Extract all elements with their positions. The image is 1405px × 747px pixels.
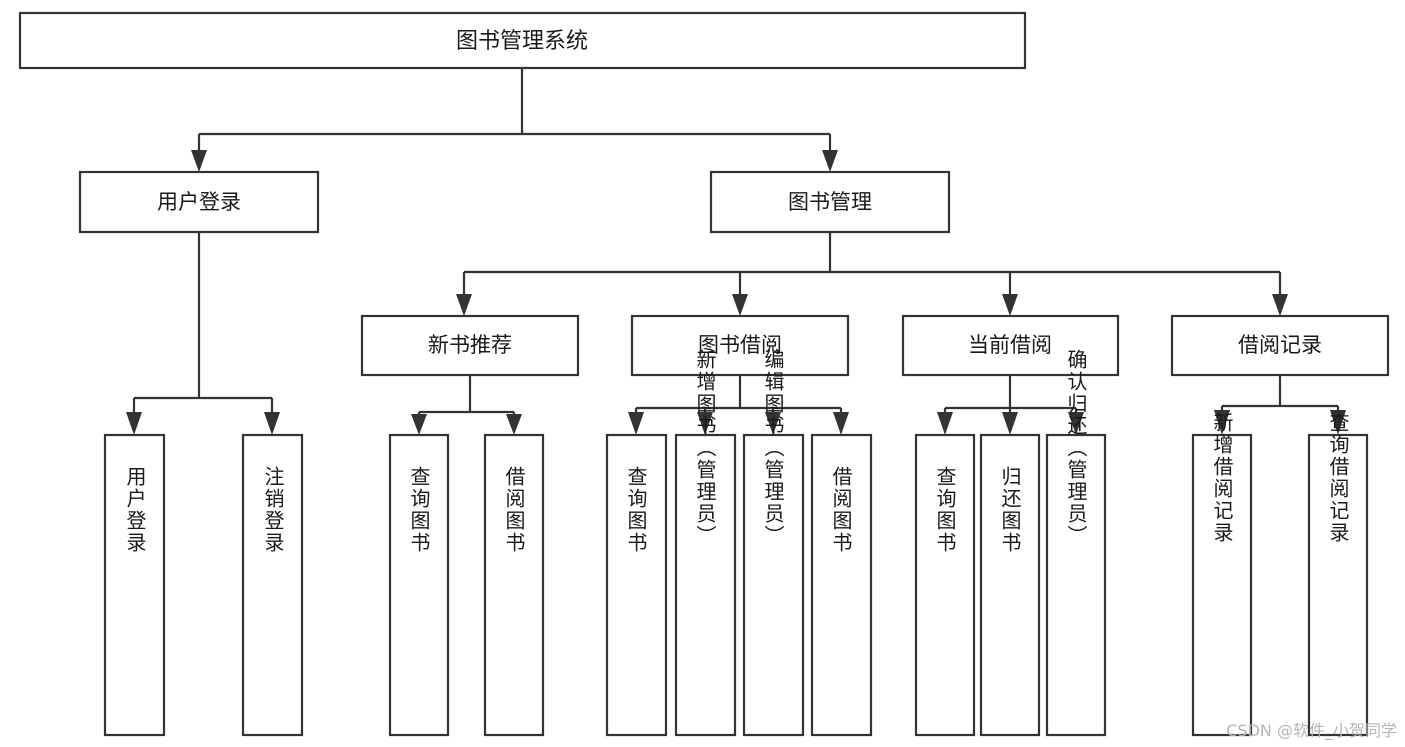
leaf-borrow-record-2-box[interactable]	[1307, 433, 1369, 737]
leaf-user-login-2-box[interactable]	[241, 433, 304, 737]
arrow-borrow-record-leaf-1	[1214, 410, 1230, 435]
leaf-borrow-record-2[interactable]: 查询借阅记录	[1307, 412, 1369, 737]
arrow-book-manage-to-new-book	[456, 294, 472, 316]
arrow-book-manage-to-book-borrow	[732, 294, 748, 316]
leaf-current-borrow-2-label: 归还图书	[998, 466, 1022, 554]
leaf-new-book-2-box[interactable]	[483, 433, 545, 737]
leaf-user-login-1-box[interactable]	[103, 433, 166, 737]
arrow-borrow-record-leaf-2	[1330, 410, 1346, 435]
leaf-new-book-1-label: 查询图书	[407, 466, 431, 554]
node-current-borrow-box[interactable]	[901, 314, 1120, 377]
arrow-root-to-user-login	[191, 150, 207, 172]
leaf-user-login-2-label: 注销登录	[261, 466, 285, 554]
leaf-new-book-1-box[interactable]	[388, 433, 450, 737]
arrow-current-borrow-leaf-3	[1068, 412, 1084, 435]
leaf-book-borrow-2-box[interactable]	[674, 433, 737, 737]
arrow-new-book-leaf-2	[506, 414, 522, 435]
leaf-current-borrow-3-box[interactable]	[1045, 433, 1107, 737]
leaf-current-borrow-1[interactable]: 查询图书	[914, 433, 976, 737]
node-root-box[interactable]	[18, 11, 1027, 70]
leaf-book-borrow-4[interactable]: 借阅图书	[810, 433, 873, 737]
node-new-book-recommend-box[interactable]	[360, 314, 580, 377]
arrow-new-book-leaf-1	[411, 414, 427, 435]
leaf-borrow-record-1-label: 新增借阅记录	[1210, 412, 1234, 544]
leaf-user-login-1-label: 用户登录	[123, 466, 147, 554]
leaf-borrow-record-1[interactable]: 新增借阅记录	[1191, 412, 1253, 737]
arrow-current-borrow-leaf-2	[1002, 412, 1018, 435]
node-book-borrow[interactable]: 图书借阅	[630, 314, 850, 377]
node-book-borrow-box[interactable]	[630, 314, 850, 377]
leaf-current-borrow-3[interactable]: 确认归还（管理员）	[1045, 349, 1107, 737]
arrow-book-borrow-leaf-3	[765, 412, 781, 435]
leaf-book-borrow-1[interactable]: 查询图书	[605, 433, 668, 737]
node-book-management[interactable]: 图书管理	[709, 170, 951, 234]
arrow-book-borrow-leaf-4	[833, 412, 849, 435]
arrow-book-borrow-leaf-2	[697, 412, 713, 435]
node-borrow-record[interactable]: 借阅记录	[1170, 314, 1390, 377]
node-user-login-box[interactable]	[78, 170, 320, 234]
leaf-book-borrow-1-box[interactable]	[605, 433, 668, 737]
leaf-book-borrow-3-label: 编辑图书（管理员）	[761, 349, 785, 547]
node-user-login-label: 用户登录	[157, 190, 241, 214]
node-book-management-box[interactable]	[709, 170, 951, 234]
leaf-book-borrow-4-box[interactable]	[810, 433, 873, 737]
leaf-current-borrow-1-label: 查询图书	[933, 466, 957, 554]
node-user-login[interactable]: 用户登录	[78, 170, 320, 234]
node-current-borrow[interactable]: 当前借阅	[901, 314, 1120, 377]
node-borrow-record-box[interactable]	[1170, 314, 1390, 377]
node-root-label: 图书管理系统	[456, 29, 588, 54]
leaf-user-login-1[interactable]: 用户登录	[103, 433, 166, 737]
arrow-book-manage-to-current-borrow	[1002, 294, 1018, 316]
leaf-borrow-record-1-box[interactable]	[1191, 433, 1253, 737]
leaf-current-borrow-1-box[interactable]	[914, 433, 976, 737]
leaf-book-borrow-3[interactable]: 编辑图书（管理员）	[742, 349, 805, 737]
node-book-borrow-label: 图书借阅	[698, 333, 782, 357]
leaf-book-borrow-4-label: 借阅图书	[829, 466, 853, 554]
arrow-user-login-leaf-1	[126, 412, 142, 435]
arrow-root-to-book-manage	[822, 150, 838, 172]
node-root-book-management-system[interactable]: 图书管理系统	[18, 11, 1027, 70]
leaf-book-borrow-2[interactable]: 新增图书（管理员）	[674, 349, 737, 737]
leaf-borrow-record-2-label: 查询借阅记录	[1326, 412, 1350, 544]
arrow-user-login-leaf-2	[264, 412, 280, 435]
leaf-new-book-1[interactable]: 查询图书	[388, 433, 450, 737]
arrow-current-borrow-leaf-1	[937, 412, 953, 435]
leaf-user-login-2[interactable]: 注销登录	[241, 433, 304, 737]
leaf-new-book-2-label: 借阅图书	[502, 466, 526, 554]
connector-layer	[126, 68, 1346, 435]
leaf-current-borrow-3-label: 确认归还（管理员）	[1064, 349, 1088, 547]
node-new-book-recommend-label: 新书推荐	[428, 333, 512, 357]
node-book-management-label: 图书管理	[788, 190, 872, 214]
leaf-book-borrow-1-label: 查询图书	[624, 466, 648, 554]
node-current-borrow-label: 当前借阅	[968, 333, 1052, 357]
node-new-book-recommend[interactable]: 新书推荐	[360, 314, 580, 377]
leaf-current-borrow-2-box[interactable]	[979, 433, 1041, 737]
node-borrow-record-label: 借阅记录	[1238, 333, 1322, 357]
arrow-book-borrow-leaf-1	[628, 412, 644, 435]
leaf-book-borrow-2-label: 新增图书（管理员）	[693, 349, 717, 547]
leaf-current-borrow-2[interactable]: 归还图书	[979, 433, 1041, 737]
leaf-book-borrow-3-box[interactable]	[742, 433, 805, 737]
arrow-book-manage-to-borrow-record	[1272, 294, 1288, 316]
leaf-new-book-2[interactable]: 借阅图书	[483, 433, 545, 737]
